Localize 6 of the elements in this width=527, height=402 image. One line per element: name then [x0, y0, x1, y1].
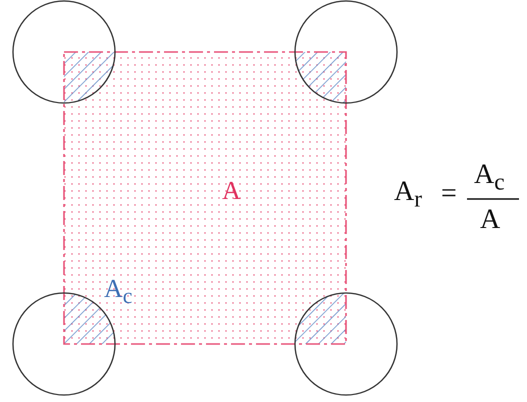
area-label: A$_{c}$	[104, 276, 132, 308]
equals-sign: =	[441, 180, 457, 208]
formula-term: A$_{c}$	[474, 161, 505, 195]
area-label: A	[222, 178, 241, 204]
formula-term: A	[480, 206, 500, 234]
formula-term: A$_{r}$	[394, 178, 422, 212]
